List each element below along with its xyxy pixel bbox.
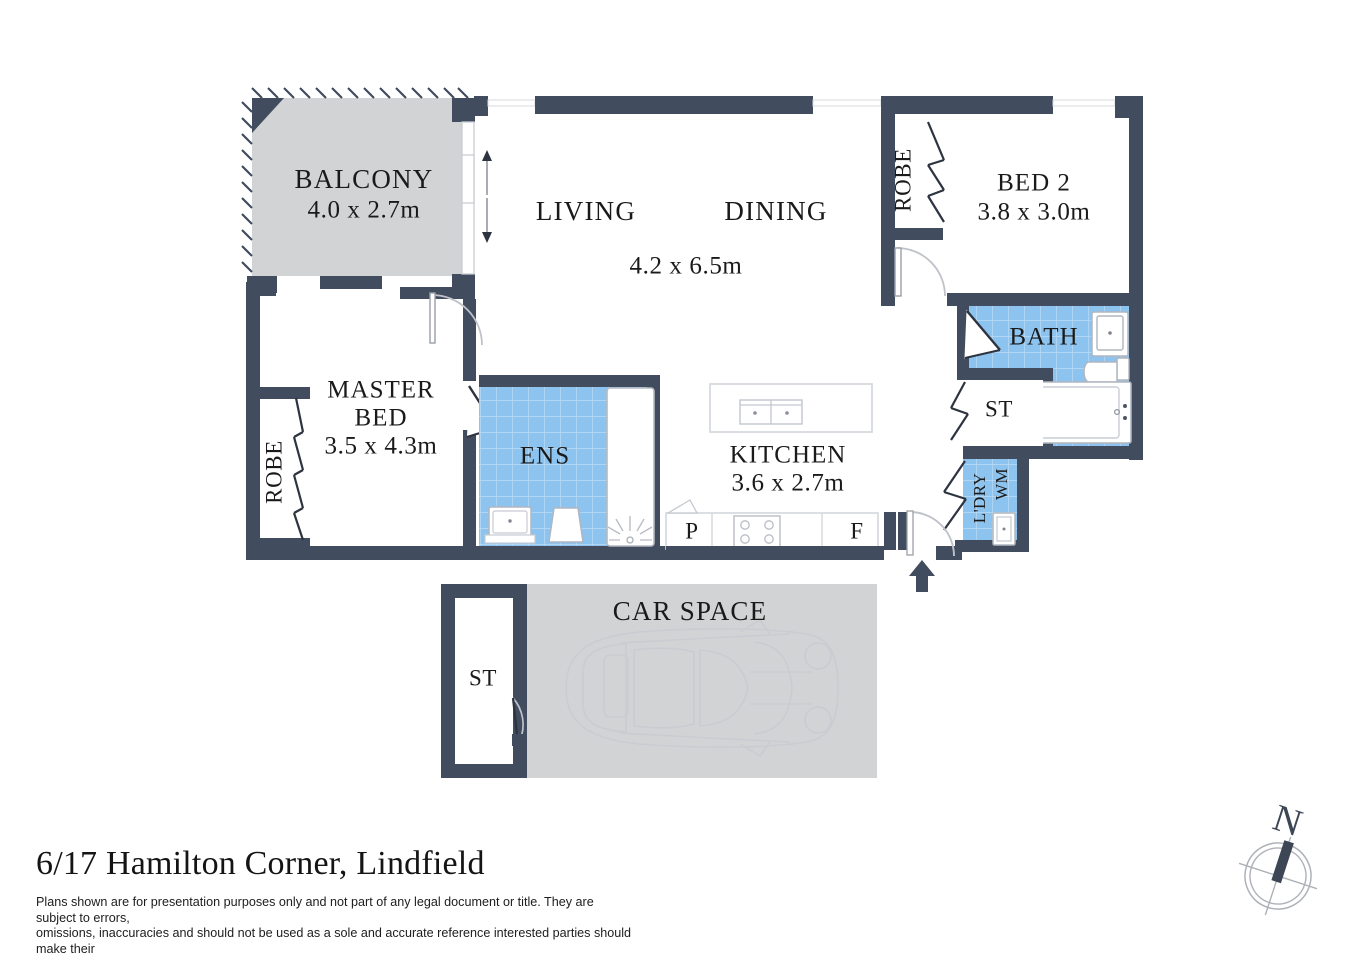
living-label: LIVING	[536, 196, 636, 226]
entry-wall-stub-right	[898, 512, 907, 550]
room-car-space: CAR SPACE ST	[441, 584, 877, 778]
washing-machine-icon	[992, 512, 1016, 546]
entry-wall-right	[936, 546, 962, 560]
balcony-sliding-door	[461, 121, 492, 275]
ensuite-label: ENS	[520, 443, 570, 470]
master-right-wall-upper	[463, 299, 476, 381]
balcony-label: BALCONY	[295, 164, 434, 194]
kitchen-island-bench	[709, 383, 873, 433]
master-bed-label-2: BED	[355, 405, 408, 432]
robe-divider-wall	[895, 228, 943, 240]
balcony-wall-bottom	[320, 276, 382, 289]
laundry-right-wall	[1017, 452, 1029, 552]
kitchen-label: KITCHEN	[730, 442, 847, 469]
room-balcony: BALCONY 4.0 x 2.7m	[241, 87, 475, 298]
bath-door	[964, 309, 1001, 359]
bath-toilet-icon	[1083, 357, 1130, 383]
entry-area	[666, 510, 962, 592]
dining-label: DINING	[724, 196, 827, 226]
robe-divider-end	[932, 228, 943, 240]
car-st-door	[511, 697, 527, 746]
ensuite-shower-icon	[606, 387, 655, 547]
room-living-dining: LIVING DINING 4.2 x 6.5m	[536, 196, 827, 280]
entry-wall-stub-left	[884, 512, 896, 550]
master-robe-label: ROBE	[261, 440, 286, 504]
bed2-bottom-left-stub	[881, 287, 895, 306]
master-left-wall	[246, 380, 260, 558]
bed2-dimensions: 3.8 x 3.0m	[978, 199, 1091, 226]
disclaimer-line-2: omissions, inaccuracies and should not b…	[36, 926, 632, 956]
bath-right-wall	[1129, 304, 1143, 460]
balcony-wall-tr	[452, 98, 475, 122]
bath-bottom-wall	[963, 446, 1143, 459]
title-block: 6/17 Hamilton Corner, Lindfield Plans sh…	[36, 845, 736, 957]
car-st-interior	[455, 598, 513, 764]
bed2-right-wall	[1129, 114, 1143, 304]
disclaimer-line-1: Plans shown are for presentation purpose…	[36, 895, 594, 925]
master-top-left-wall	[246, 282, 276, 296]
disclaimer-text: Plans shown are for presentation purpose…	[36, 895, 636, 957]
master-robe-doors	[292, 397, 305, 541]
balcony-dimensions: 4.0 x 2.7m	[308, 197, 421, 224]
bath-label: BATH	[1009, 324, 1078, 351]
laundry-doors	[943, 460, 967, 531]
balcony-corner-wall	[252, 98, 284, 133]
entry-door-arc	[909, 511, 955, 557]
master-entry-door	[429, 292, 483, 346]
st-bifold-door	[950, 381, 969, 441]
kitchen-bottom-wall	[666, 546, 884, 560]
room-bath: BATH	[957, 304, 1143, 460]
pantry-label: P	[685, 518, 698, 543]
page-title: 6/17 Hamilton Corner, Lindfield	[36, 845, 485, 882]
room-bath-storage: ST	[950, 380, 1043, 446]
room-ensuite: ENS	[479, 375, 660, 550]
washing-machine-label: WM	[992, 468, 1011, 500]
bath-st-label: ST	[985, 396, 1013, 421]
car-icon	[565, 618, 839, 758]
bath-tub-icon	[1032, 381, 1132, 444]
car-st-label: ST	[469, 665, 497, 690]
exterior-walls-top	[474, 96, 1143, 118]
fridge-label: F	[850, 518, 863, 543]
ensuite-top-wall	[479, 375, 659, 387]
laundry-bottom-wall	[955, 540, 1029, 552]
balcony-hatch-left	[241, 101, 253, 273]
bed2-label: BED 2	[997, 170, 1071, 197]
master-upper-left-wall	[246, 290, 260, 388]
living-dining-dimensions: 4.2 x 6.5m	[630, 253, 743, 280]
ensuite-toilet-icon	[548, 507, 584, 543]
entry-arrow-icon	[909, 560, 935, 592]
master-bottom-wall	[246, 546, 686, 560]
balcony-hatch-top	[251, 87, 469, 99]
car-space-label: CAR SPACE	[613, 596, 768, 626]
ensuite-vanity-icon	[484, 506, 536, 544]
room-bed2: BED 2 3.8 x 3.0m ROBE	[881, 114, 1143, 306]
bath-vanity-icon	[1091, 311, 1129, 357]
entry-door-leaf	[906, 510, 914, 556]
laundry-label: L'DRY	[970, 473, 989, 523]
master-robe-top-end	[297, 387, 310, 399]
bath-st-divider	[957, 368, 1053, 380]
room-laundry: L'DRY WM	[943, 452, 1029, 552]
bed2-bottom-wall	[947, 293, 1143, 306]
master-right-wall-lower	[463, 430, 476, 558]
master-bed-dimensions: 3.5 x 4.3m	[325, 433, 438, 460]
bed2-left-wall	[881, 114, 895, 299]
room-master-bed: MASTER BED 3.5 x 4.3m ROBE	[246, 282, 686, 560]
master-bed-label-1: MASTER	[327, 377, 434, 404]
master-top-wall-r	[452, 287, 475, 299]
bed2-robe-doors	[926, 121, 946, 223]
bed2-entry-door	[894, 247, 946, 297]
bed2-robe-label: ROBE	[890, 148, 915, 212]
kitchen-dimensions: 3.6 x 2.7m	[732, 470, 845, 497]
